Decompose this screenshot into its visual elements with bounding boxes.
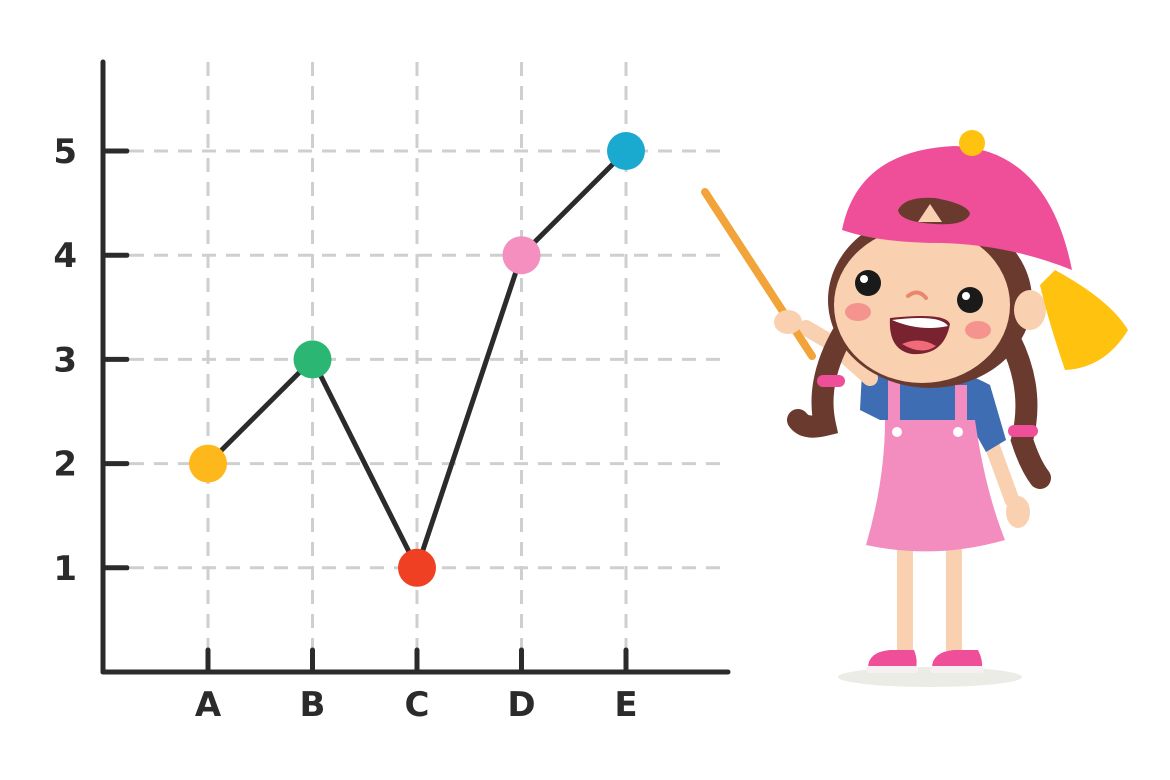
x-tick-label-E: E — [614, 685, 637, 725]
right-braid — [999, 329, 1051, 489]
data-point-E — [607, 132, 645, 170]
cap-brim — [1040, 270, 1128, 370]
right-shoe — [932, 650, 983, 668]
left-leg — [897, 545, 913, 660]
y-tick-label-2: 2 — [53, 445, 77, 485]
y-tick-label-1: 1 — [53, 549, 77, 589]
right-button — [953, 427, 963, 437]
girl-character-illustration — [701, 130, 1128, 687]
tongue — [902, 340, 936, 351]
axis-ticks — [100, 148, 629, 675]
data-point-A — [189, 444, 227, 483]
right-leg — [946, 545, 962, 660]
left-shoe-sole — [866, 666, 918, 673]
data-point-D — [502, 236, 541, 275]
x-tick-label-B: B — [300, 685, 326, 725]
x-tick-label-A: A — [195, 685, 222, 725]
data-point-B — [293, 340, 332, 379]
left-hair-tie — [817, 375, 845, 387]
x-tick-labels: A B C D E — [195, 685, 638, 725]
right-strap — [955, 385, 967, 437]
dress — [866, 420, 1005, 552]
left-shoe — [868, 650, 917, 668]
y-tick-label-4: 4 — [53, 236, 77, 276]
left-button — [892, 427, 902, 437]
teeth — [892, 318, 948, 328]
right-hand — [1006, 496, 1030, 528]
left-cheek — [845, 303, 871, 321]
right-arm — [982, 432, 1020, 508]
left-braid — [787, 319, 856, 438]
face — [834, 227, 1010, 383]
cap-button — [959, 130, 985, 156]
y-tick-label-5: 5 — [53, 132, 77, 172]
right-cheek — [965, 321, 991, 339]
left-eye-shine — [860, 275, 868, 283]
left-hand — [774, 310, 802, 334]
left-eye — [855, 270, 881, 296]
hair-fringe — [918, 204, 942, 222]
series-points — [189, 132, 645, 587]
nose — [906, 290, 928, 300]
x-tick-label-D: D — [507, 685, 535, 725]
y-tick-labels: 1 2 3 4 5 — [53, 132, 77, 589]
y-tick-label-3: 3 — [53, 340, 77, 380]
right-hair-tie — [1008, 425, 1038, 437]
right-eye-shine — [962, 292, 970, 300]
left-strap — [888, 378, 900, 434]
data-point-C — [398, 548, 436, 587]
left-ear — [1014, 290, 1046, 330]
x-tick-label-C: C — [405, 685, 430, 725]
right-shoe-sole — [930, 666, 984, 673]
right-eye — [957, 287, 983, 313]
